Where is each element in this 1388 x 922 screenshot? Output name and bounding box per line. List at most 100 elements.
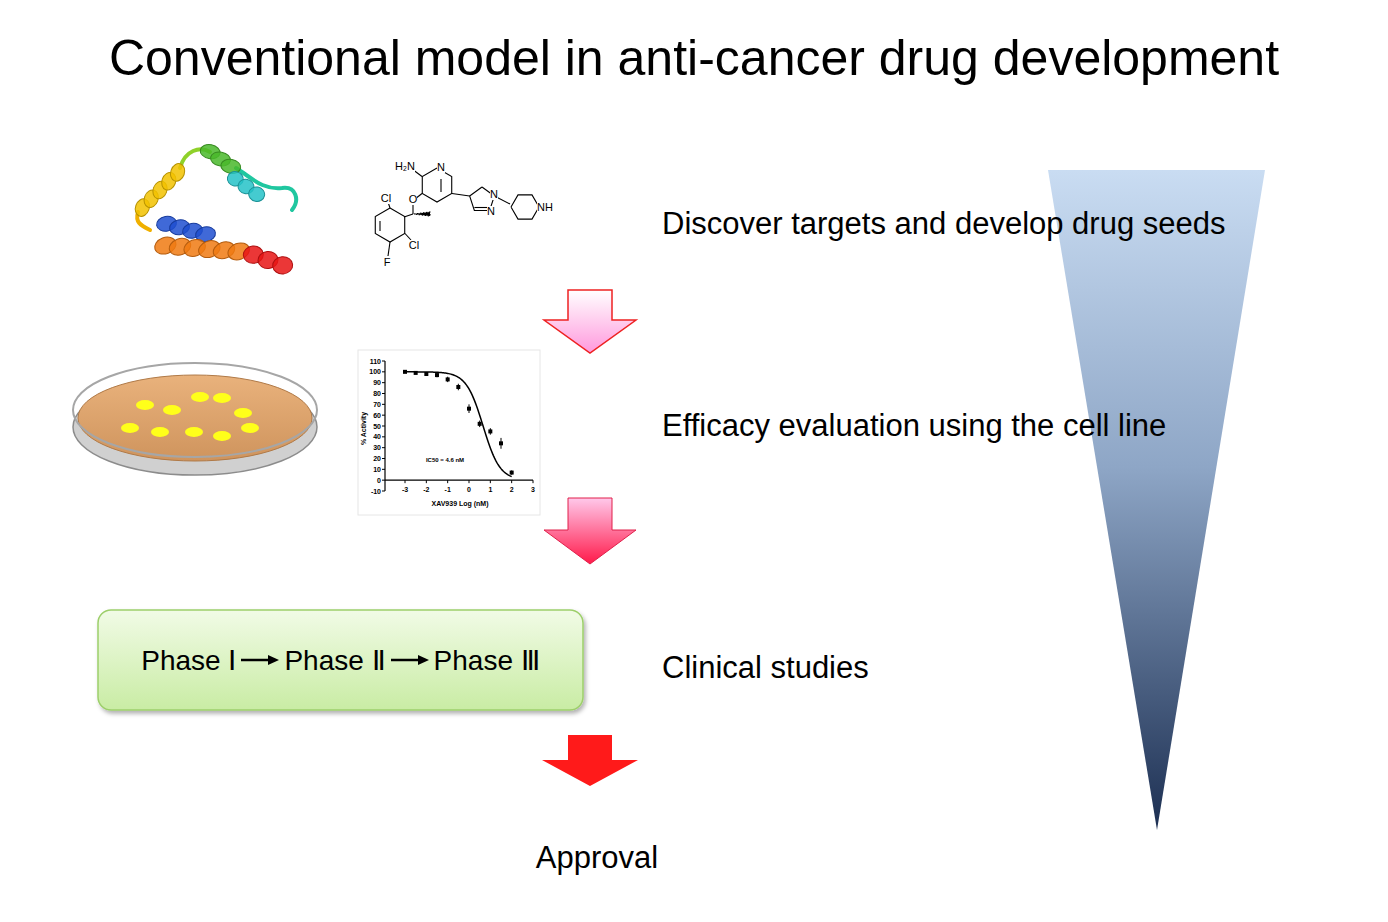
petri-dish bbox=[73, 363, 317, 457]
down-arrow bbox=[542, 735, 638, 786]
data-point bbox=[488, 429, 492, 433]
chart-label: 10 bbox=[373, 466, 381, 473]
colony-dot bbox=[185, 427, 203, 437]
x-tick bbox=[426, 480, 427, 483]
colony-dot bbox=[213, 431, 231, 441]
colony-dot bbox=[213, 393, 231, 403]
y-tick bbox=[382, 458, 385, 459]
phase-label: Phase Ⅲ bbox=[434, 644, 540, 677]
x-tick bbox=[469, 480, 470, 483]
data-point bbox=[403, 370, 407, 374]
y-tick bbox=[382, 491, 385, 492]
down-arrow bbox=[544, 498, 636, 564]
stage-label: Discover targets and develop drug seeds bbox=[662, 208, 1226, 239]
chart-label: IC50 = 4.6 nM bbox=[426, 457, 464, 463]
chart-label: 90 bbox=[373, 379, 381, 386]
x-tick bbox=[405, 480, 406, 483]
x-tick bbox=[511, 480, 512, 483]
colony-dot bbox=[151, 427, 169, 437]
chart-label: -10 bbox=[371, 488, 381, 495]
atom-label: Cl bbox=[381, 193, 391, 204]
stage-label: Clinical studies bbox=[662, 652, 869, 683]
phase-label: Phase Ⅰ bbox=[141, 644, 236, 677]
colony-dot bbox=[234, 408, 252, 418]
y-tick bbox=[382, 393, 385, 394]
chemical-bond bbox=[412, 205, 413, 214]
helix-turn bbox=[247, 186, 265, 203]
protein-loop bbox=[236, 168, 296, 210]
atom-label: F bbox=[384, 257, 391, 268]
phase-label: Phase Ⅱ bbox=[284, 644, 385, 677]
chemical-bond bbox=[379, 221, 380, 231]
data-point bbox=[510, 471, 514, 475]
stage-label: Approval bbox=[536, 842, 658, 873]
phase-arrow-head bbox=[268, 655, 279, 665]
data-point bbox=[424, 372, 428, 376]
atom-label: N bbox=[490, 189, 498, 200]
helix-turn bbox=[272, 256, 293, 275]
chart-label: 100 bbox=[369, 368, 381, 375]
data-point bbox=[456, 385, 460, 389]
down-arrow bbox=[544, 290, 636, 353]
dose-response-chart bbox=[358, 350, 540, 515]
chart-label: 40 bbox=[373, 433, 381, 440]
y-tick bbox=[382, 447, 385, 448]
chart-label: 0 bbox=[467, 486, 471, 493]
phase-arrow bbox=[390, 652, 430, 668]
chart-label: 50 bbox=[373, 423, 381, 430]
data-point bbox=[435, 373, 439, 377]
data-point bbox=[499, 441, 503, 445]
atom-label: Cl bbox=[409, 240, 419, 251]
data-point bbox=[467, 407, 471, 411]
chart-label: 30 bbox=[373, 444, 381, 451]
phase-arrow-line bbox=[391, 659, 420, 662]
y-tick bbox=[382, 361, 385, 362]
y-tick bbox=[382, 382, 385, 383]
stereo-wedge bbox=[414, 212, 430, 216]
alpha-helix bbox=[199, 143, 242, 175]
y-tick bbox=[382, 426, 385, 427]
fit-curve bbox=[405, 372, 512, 477]
chart-label: 2 bbox=[510, 486, 514, 493]
atom-label: H₂N bbox=[395, 161, 415, 172]
phase-arrow bbox=[240, 652, 280, 668]
data-point bbox=[414, 371, 418, 375]
y-tick bbox=[382, 480, 385, 481]
x-tick bbox=[533, 480, 534, 483]
y-tick bbox=[382, 469, 385, 470]
stage-label: Efficacy evaluation using the cell line bbox=[662, 410, 1166, 441]
x-axis bbox=[385, 480, 533, 481]
y-tick bbox=[382, 436, 385, 437]
chart-label: 110 bbox=[370, 358, 381, 365]
chart-label: 60 bbox=[373, 412, 381, 419]
y-tick bbox=[382, 404, 385, 405]
alpha-helix bbox=[133, 162, 187, 219]
chemical-bond bbox=[404, 214, 413, 217]
chemical-bond bbox=[511, 195, 539, 219]
funnel-triangle bbox=[1048, 170, 1265, 830]
protein-structure bbox=[133, 143, 296, 275]
chart-label: -2 bbox=[423, 486, 429, 493]
chart-label: 0 bbox=[377, 477, 381, 484]
chemical-bond bbox=[375, 208, 404, 242]
dose-response-chart bbox=[358, 350, 540, 515]
helix-turn bbox=[168, 162, 187, 184]
chemical-bond bbox=[474, 207, 487, 208]
data-point bbox=[478, 422, 482, 426]
colony-dot bbox=[121, 423, 139, 433]
flow-arrows bbox=[542, 290, 638, 786]
chart-label: XAV939 Log (nM) bbox=[431, 500, 488, 507]
y-tick bbox=[382, 415, 385, 416]
chart-label: -1 bbox=[445, 486, 451, 493]
x-tick bbox=[447, 480, 448, 483]
alpha-helix bbox=[226, 170, 266, 203]
chemical-bond bbox=[422, 168, 451, 202]
chemical-bond bbox=[452, 194, 470, 197]
chart-label: 20 bbox=[373, 455, 381, 462]
x-tick bbox=[490, 480, 491, 483]
chart-label: 1 bbox=[488, 486, 492, 493]
atom-label: N bbox=[487, 206, 495, 217]
petri-dish bbox=[73, 363, 317, 475]
chart-label: 70 bbox=[373, 401, 381, 408]
